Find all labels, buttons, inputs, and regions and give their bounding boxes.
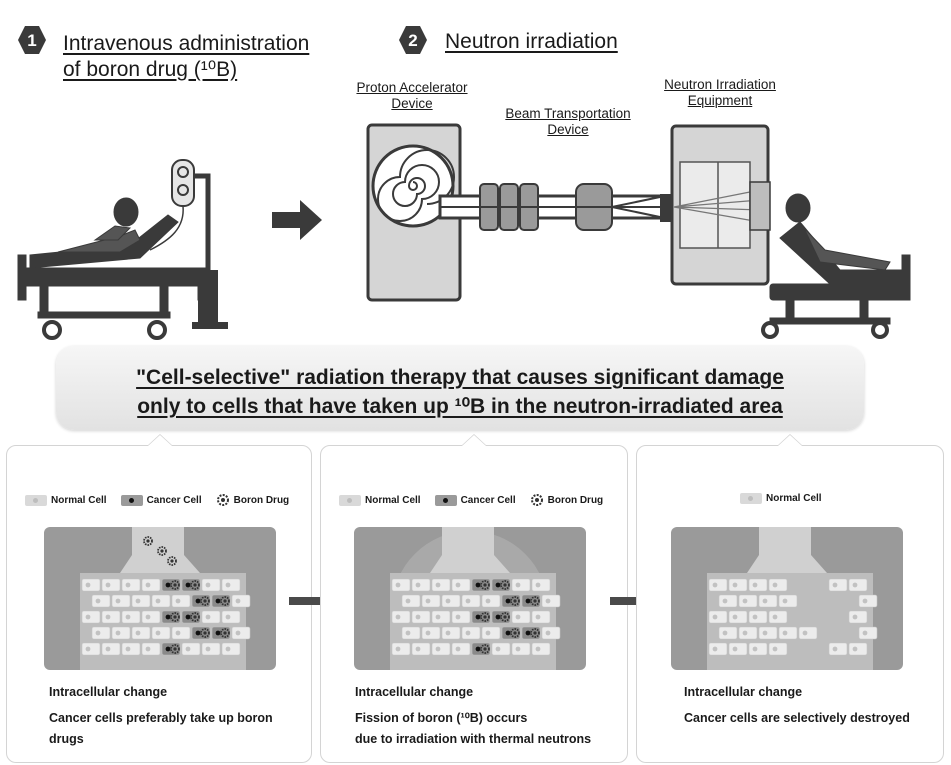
step-1-title-line1: Intravenous administration bbox=[63, 32, 310, 55]
banner-line-2: only to cells that have taken up ¹⁰B in … bbox=[137, 395, 783, 418]
panel-1-heading: Intracellular change bbox=[49, 685, 168, 699]
proton-accelerator-icon bbox=[366, 123, 462, 302]
proton-accelerator-label: Proton Accelerator Device bbox=[345, 80, 479, 112]
treatment-illustration bbox=[17, 123, 911, 340]
iv-drip-icon bbox=[149, 159, 228, 329]
tissue-diagram-3 bbox=[671, 527, 903, 670]
normal-cell-icon bbox=[740, 493, 762, 504]
legend-normal-label: Normal Cell bbox=[365, 494, 421, 506]
normal-cell-icon bbox=[25, 494, 47, 506]
step-arrow-icon bbox=[272, 200, 322, 240]
panel-3-legend: Normal Cell bbox=[740, 493, 836, 504]
legend-boron-label: Boron Drug bbox=[547, 494, 604, 506]
panel-1-legend: Normal Cell Cancer Cell Boron Drug bbox=[25, 493, 303, 507]
beam-transport-label-line2: Device bbox=[547, 122, 589, 137]
cancer-cell-icon bbox=[120, 494, 143, 506]
banner-line-1: "Cell-selective" radiation therapy that … bbox=[136, 366, 784, 389]
legend-boron-label: Boron Drug bbox=[233, 494, 290, 506]
panel-3: Normal Cell Intracellular change Cancer … bbox=[636, 434, 944, 763]
legend-cancer-label: Cancer Cell bbox=[460, 494, 516, 506]
legend-boron-drug: Boron Drug bbox=[216, 493, 290, 507]
neutron-irradiation-icon bbox=[670, 124, 771, 286]
panel-2-legend: Normal Cell Cancer Cell Boron Drug bbox=[339, 493, 617, 507]
panel-3-notch bbox=[777, 434, 803, 446]
boron-drug-icon bbox=[216, 494, 229, 506]
panel-2: Normal Cell Cancer Cell Boron Drug Intra… bbox=[320, 434, 628, 763]
summary-banner: "Cell-selective" radiation therapy that … bbox=[56, 346, 864, 430]
legend-boron-drug: Boron Drug bbox=[530, 493, 604, 507]
panel-2-body-line2: due to irradiation with thermal neutrons bbox=[355, 732, 592, 746]
panel-3-body: Cancer cells are selectively destroyed bbox=[684, 708, 951, 729]
beam-transport-label-line1: Beam Transportation bbox=[505, 106, 631, 121]
legend-normal-cell: Normal Cell bbox=[339, 494, 421, 506]
legend-cancer-label: Cancer Cell bbox=[146, 494, 202, 506]
svg-text:1: 1 bbox=[27, 31, 36, 50]
tissue-diagram-1 bbox=[44, 527, 276, 670]
panel-1: Normal Cell Cancer Cell Boron Drug Intra… bbox=[6, 434, 312, 763]
legend-cancer-cell: Cancer Cell bbox=[120, 494, 202, 506]
svg-text:2: 2 bbox=[408, 31, 417, 50]
normal-cell-icon bbox=[339, 494, 361, 506]
step-2-badge-icon: 2 bbox=[399, 26, 427, 54]
beam-transport-icon bbox=[438, 183, 672, 231]
beam-transport-label: Beam Transportation Device bbox=[493, 106, 643, 138]
boron-drug-icon bbox=[530, 494, 543, 506]
tissue-diagram-2 bbox=[354, 527, 586, 670]
panel-2-heading: Intracellular change bbox=[355, 685, 474, 699]
panel-2-notch bbox=[461, 434, 487, 446]
patient-bed-right-icon bbox=[761, 193, 911, 339]
panel-3-body-line1: Cancer cells are selectively destroyed bbox=[684, 711, 910, 725]
panel-2-body: Fission of boron (¹⁰B) occurs due to irr… bbox=[355, 708, 625, 750]
neutron-irradiation-label-line2: Equipment bbox=[687, 93, 753, 108]
panel-2-body-line1: Fission of boron (¹⁰B) occurs bbox=[355, 711, 528, 725]
step-2-title: Neutron irradiation bbox=[445, 30, 618, 53]
legend-normal-cell: Normal Cell bbox=[25, 494, 107, 506]
patient-bed-left-icon bbox=[17, 197, 211, 340]
legend-normal-label: Normal Cell bbox=[766, 493, 822, 504]
neutron-irradiation-label: Neutron Irradiation Equipment bbox=[650, 77, 790, 109]
neutron-irradiation-label-line1: Neutron Irradiation bbox=[664, 77, 776, 92]
panel-3-heading: Intracellular change bbox=[684, 685, 803, 699]
proton-accelerator-label-line1: Proton Accelerator bbox=[356, 80, 468, 95]
panel-1-body: Cancer cells preferably take up boron dr… bbox=[49, 708, 319, 750]
panel-1-body-line1: Cancer cells preferably take up boron bbox=[49, 711, 273, 725]
legend-cancer-cell: Cancer Cell bbox=[434, 494, 516, 506]
panel-1-body-line2: drugs bbox=[49, 732, 84, 746]
cancer-cell-icon bbox=[434, 494, 457, 506]
step-1-badge-icon: 1 bbox=[18, 26, 46, 54]
legend-normal-cell: Normal Cell bbox=[740, 493, 822, 504]
legend-normal-label: Normal Cell bbox=[51, 494, 107, 506]
panel-1-notch bbox=[147, 434, 173, 446]
proton-accelerator-label-line2: Device bbox=[391, 96, 433, 111]
step-1-title: Intravenous administration of boron drug… bbox=[63, 31, 309, 83]
step-1-title-line2: of boron drug (¹⁰B) bbox=[63, 58, 238, 81]
